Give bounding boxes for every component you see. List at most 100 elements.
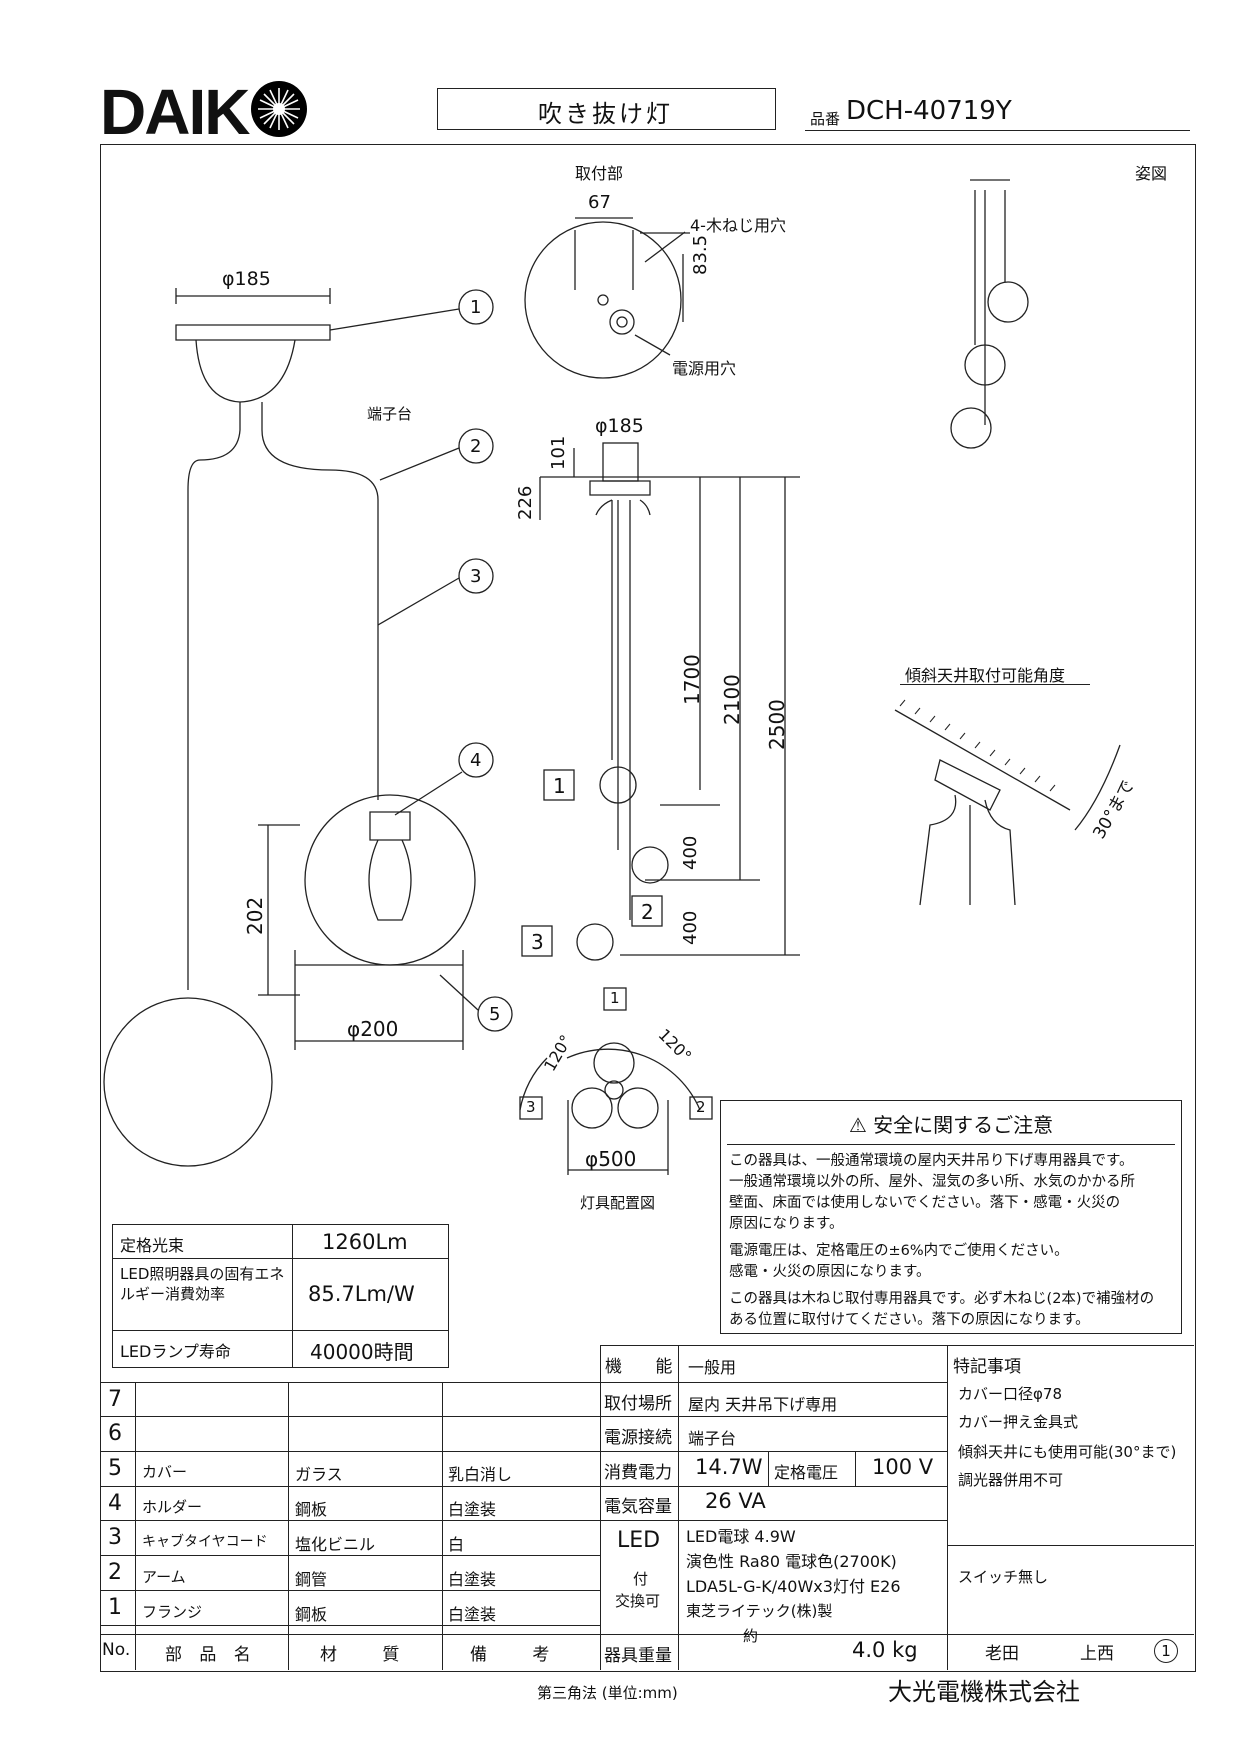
drafter: 老田 bbox=[985, 1644, 1019, 1664]
safety-line-6: 感電・火災の原因になります。 bbox=[729, 1264, 931, 1280]
layout-box-1: 1 bbox=[610, 989, 620, 1007]
led-sub-2: 交換可 bbox=[615, 1592, 661, 1610]
power-label: 電源接続 bbox=[604, 1428, 672, 1448]
led-line-4: 東芝ライテック(株)製 bbox=[686, 1602, 833, 1620]
notes-line-1: カバー口径φ78 bbox=[958, 1385, 1062, 1403]
projection-note: 第三角法 (単位:mm) bbox=[537, 1684, 678, 1702]
slope-label: 傾斜天井取付可能角度 bbox=[905, 666, 1066, 685]
warning-icon: ⚠ bbox=[848, 1113, 867, 1137]
part-name-2: アーム bbox=[142, 1568, 186, 1586]
consumption-label: 消費電力 bbox=[604, 1463, 672, 1483]
box-label-3: 3 bbox=[531, 930, 544, 954]
safety-title: ⚠ 安全に関するご注意 bbox=[848, 1113, 1054, 1137]
safety-notice: ⚠ 安全に関するご注意 この器具は、一般通常環境の屋内天井吊り下げ専用器具です。… bbox=[720, 1100, 1182, 1334]
dia-200: φ200 bbox=[347, 1017, 399, 1041]
part-no-7: 7 bbox=[108, 1387, 122, 1412]
part-name-3: キャブタイヤコード bbox=[142, 1534, 268, 1550]
sheet-number: 1 bbox=[1154, 1639, 1178, 1663]
part-material-1: 鋼板 bbox=[295, 1605, 328, 1624]
dia-185-side: φ185 bbox=[595, 415, 644, 437]
header-name: 部 品 名 bbox=[165, 1645, 257, 1665]
dim-226: 226 bbox=[515, 485, 536, 520]
consumption-value: 14.7W bbox=[695, 1455, 763, 1479]
spec-value-flux: 1260Lm bbox=[322, 1230, 408, 1254]
spec-label-life: LEDランプ寿命 bbox=[120, 1342, 231, 1361]
rated-voltage-value: 100 V bbox=[872, 1455, 934, 1479]
dim-67: 67 bbox=[588, 192, 611, 213]
led-line-1: LED電球 4.9W bbox=[686, 1527, 796, 1546]
part-no-4: 4 bbox=[108, 1491, 122, 1516]
dim-202: 202 bbox=[243, 896, 267, 935]
layout-label: 灯具配置図 bbox=[580, 1194, 656, 1212]
power-hole-label: 電源用穴 bbox=[672, 359, 737, 378]
layout-box-2: 2 bbox=[696, 1098, 706, 1116]
weight-approx: 約 bbox=[743, 1627, 759, 1645]
callout-2: 2 bbox=[470, 436, 482, 457]
part-material-2: 鋼管 bbox=[295, 1570, 328, 1589]
terminal-label: 端子台 bbox=[367, 405, 413, 423]
part-material-3: 塩化ビニル bbox=[295, 1535, 376, 1554]
header-note: 備 考 bbox=[470, 1645, 570, 1665]
led-line-2: 演色性 Ra80 電球色(2700K) bbox=[686, 1552, 897, 1571]
safety-line-3: 壁面、床面では使用しないでください。落下・感電・火災の bbox=[729, 1195, 1121, 1211]
part-no-1: 1 bbox=[108, 1595, 122, 1620]
capacity-value: 26 VA bbox=[705, 1489, 766, 1513]
sun-logo-icon bbox=[251, 81, 308, 137]
notes-line-3: 傾斜天井にも使用可能(30°まで) bbox=[958, 1443, 1177, 1461]
company-name: 大光電機株式会社 bbox=[888, 1678, 1080, 1706]
dim-2500: 2500 bbox=[765, 699, 789, 750]
notes-line-4: 調光器併用不可 bbox=[958, 1471, 1064, 1489]
mount-label: 取付場所 bbox=[604, 1394, 672, 1414]
part-no-2: 2 bbox=[108, 1560, 122, 1585]
dim-1700: 1700 bbox=[680, 654, 704, 705]
safety-line-1: この器具は、一般通常環境の屋内天井吊り下げ専用器具です。 bbox=[729, 1153, 1134, 1169]
part-note-5: 乳白消し bbox=[448, 1465, 513, 1484]
safety-line-7: この器具は木ねじ取付専用器具です。必ず木ねじ(2本)で補強材の bbox=[729, 1291, 1155, 1307]
part-number-label: 品番 bbox=[810, 110, 841, 128]
capacity-label: 電気容量 bbox=[604, 1497, 672, 1517]
callout-3: 3 bbox=[470, 566, 482, 587]
part-note-3: 白 bbox=[448, 1535, 465, 1554]
product-title: 吹き抜け灯 bbox=[538, 100, 673, 128]
safety-line-8: ある位置に取付けてください。落下の原因になります。 bbox=[729, 1312, 1090, 1328]
safety-line-5: 電源電圧は、定格電圧の±6%内でご使用ください。 bbox=[729, 1243, 1069, 1259]
drawing-frame bbox=[100, 144, 1196, 1672]
mounting-label: 取付部 bbox=[575, 164, 624, 183]
mount-value: 屋内 天井吊下げ専用 bbox=[688, 1395, 838, 1414]
part-note-2: 白塗装 bbox=[448, 1570, 497, 1589]
callout-5: 5 bbox=[489, 1004, 501, 1025]
dim-2100: 2100 bbox=[720, 674, 744, 725]
spec-table bbox=[112, 1224, 449, 1368]
led-label: LED bbox=[617, 1528, 661, 1553]
switch-note: スイッチ無し bbox=[958, 1568, 1049, 1586]
dia-500: φ500 bbox=[585, 1147, 637, 1171]
callout-1: 1 bbox=[470, 297, 482, 318]
title-box bbox=[437, 88, 776, 130]
led-line-3: LDA5L-G-K/40Wx3灯付 E26 bbox=[686, 1577, 901, 1596]
function-label: 機 能 bbox=[605, 1357, 687, 1377]
rated-voltage-label: 定格電圧 bbox=[774, 1463, 839, 1482]
spec-value-efficiency: 85.7Lm/W bbox=[308, 1282, 415, 1306]
part-no-6: 6 bbox=[108, 1421, 122, 1446]
dim-400-a: 400 bbox=[680, 835, 701, 870]
header-no: No. bbox=[102, 1640, 131, 1660]
brand-logo: DAIK bbox=[100, 78, 310, 144]
dia-185-flange: φ185 bbox=[222, 268, 271, 290]
callout-4: 4 bbox=[470, 750, 482, 771]
figure-label: 姿図 bbox=[1135, 164, 1168, 183]
spec-label-efficiency: LED照明器具の固有エネルギー消費効率 bbox=[120, 1265, 285, 1303]
weight-label: 器具重量 bbox=[604, 1646, 672, 1666]
part-material-5: ガラス bbox=[295, 1465, 343, 1484]
header-material: 材 質 bbox=[320, 1645, 420, 1665]
layout-box-3: 3 bbox=[526, 1098, 536, 1116]
part-number: DCH-40719Y bbox=[846, 96, 1012, 126]
safety-line-2: 一般通常環境以外の所、屋外、湿気の多い所、水気のかかる所 bbox=[729, 1174, 1135, 1190]
screw-hole-label: 4-木ねじ用穴 bbox=[690, 216, 786, 235]
dim-101: 101 bbox=[548, 435, 569, 470]
notes-title: 特記事項 bbox=[953, 1357, 1021, 1377]
part-note-4: 白塗装 bbox=[448, 1500, 497, 1519]
part-note-1: 白塗装 bbox=[448, 1605, 497, 1624]
weight-value: 4.0 kg bbox=[852, 1638, 918, 1662]
spec-label-flux: 定格光束 bbox=[120, 1236, 185, 1255]
